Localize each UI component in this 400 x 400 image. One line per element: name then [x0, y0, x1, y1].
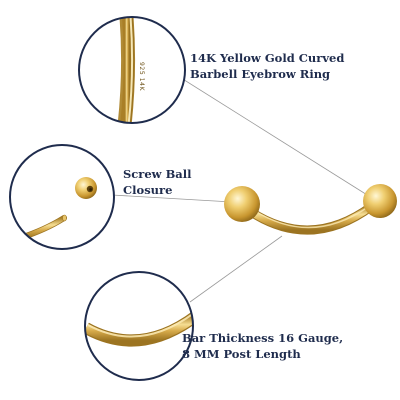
bar-thickness-image: [84, 271, 194, 381]
callout-label-closure: Screw Ball Closure: [123, 166, 192, 198]
engraving-text: 925 14K: [138, 62, 145, 92]
callout-label-thickness-line1: Bar Thickness 16 Gauge,: [182, 331, 344, 345]
callout-label-material-line2: Barbell Eyebrow Ring: [190, 67, 331, 81]
leader-line-top: [161, 65, 373, 199]
leader-line-bottom: [189, 235, 283, 303]
callout-label-closure-line1: Screw Ball: [123, 167, 192, 181]
closeup-engraving: 925 14K: [78, 16, 186, 124]
callout-label-thickness: Bar Thickness 16 Gauge, 8 MM Post Length: [182, 330, 343, 362]
screw-ball-closure-image: [9, 144, 115, 250]
leader-lines: [111, 65, 373, 303]
callout-label-thickness-line2: 8 MM Post Length: [182, 347, 301, 361]
callout-label-material-line1: 14K Yellow Gold Curved: [190, 51, 345, 65]
callout-label-closure-line2: Closure: [123, 183, 173, 197]
leader-line-middle: [111, 194, 233, 203]
curved-barbell-image: [224, 184, 397, 235]
callout-label-material: 14K Yellow Gold Curved Barbell Eyebrow R…: [190, 50, 344, 82]
